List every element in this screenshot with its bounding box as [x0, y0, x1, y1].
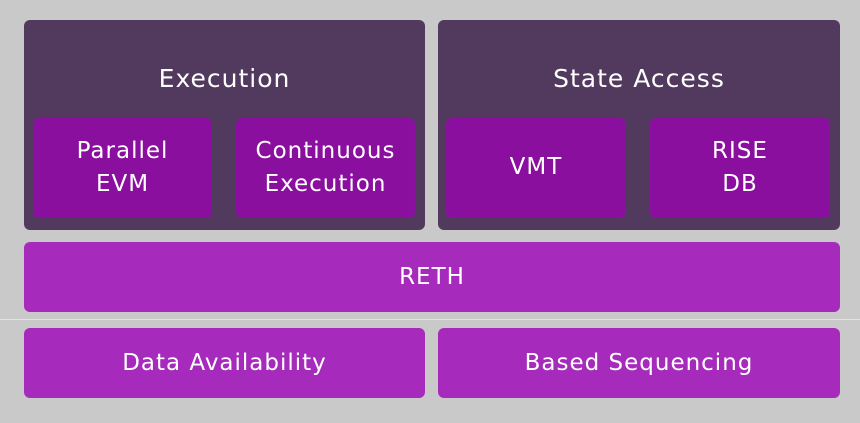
- reth-bar: RETH: [24, 242, 840, 312]
- data-availability-bar: Data Availability: [24, 328, 425, 398]
- based-sequencing-bar: Based Sequencing: [438, 328, 840, 398]
- execution-panel: Execution Parallel EVM Continuous Execut…: [24, 20, 425, 230]
- continuous-execution-box: Continuous Execution: [236, 118, 415, 218]
- state-access-panel: State Access VMT RISE DB: [438, 20, 840, 230]
- execution-title: Execution: [158, 64, 291, 93]
- divider-line: [0, 319, 860, 320]
- vmt-box: VMT: [446, 118, 626, 218]
- state-access-title: State Access: [553, 64, 725, 93]
- rise-db-box: RISE DB: [650, 118, 830, 218]
- parallel-evm-box: Parallel EVM: [33, 118, 212, 218]
